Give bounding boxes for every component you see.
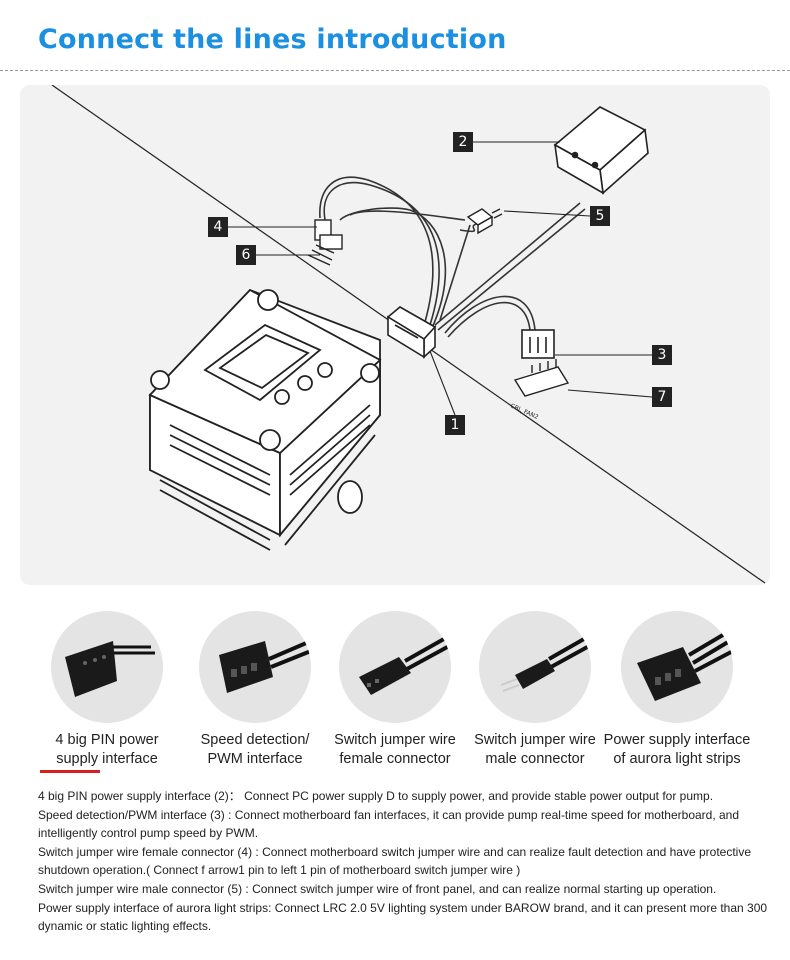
connector-label-molex: 4 big PIN power supply interface <box>55 732 159 767</box>
connector-item-jumper-male: Switch jumper wire male connector <box>460 605 610 769</box>
callout-7: 7 <box>652 387 672 407</box>
pump-body <box>148 288 382 551</box>
callout-5: 5 <box>590 206 610 226</box>
jumper-male-connector-icon <box>479 611 591 723</box>
connector-label-pwm: Speed detection/ PWM interface <box>200 732 310 767</box>
callout-3: 3 <box>652 345 672 365</box>
callout-4: 4 <box>208 217 228 237</box>
cables <box>319 176 586 338</box>
wiring-diagram-illustration: CBL_FAN2 <box>51 85 766 584</box>
description-line: Speed detection/PWM interface (3) : Conn… <box>38 807 740 841</box>
wiring-diagram: CBL_FAN2 1 2 <box>20 85 770 585</box>
description-line: Power supply interface of aurora light s… <box>38 900 768 934</box>
connector-label-jumper-female: Switch jumper wire female connector <box>334 732 456 767</box>
molex-4pin-connector-icon <box>51 611 163 723</box>
connector-item-aurora: Power supply interface of aurora light s… <box>602 605 752 769</box>
page-title: Connect the lines introduction <box>38 24 507 55</box>
description-block: 4 big PIN power supply interface (2)： Co… <box>38 787 768 936</box>
connector-item-molex: 4 big PIN power supply interface <box>32 605 182 769</box>
callout-6: 6 <box>236 245 256 265</box>
accent-underline <box>40 770 100 773</box>
jumper-male-connector <box>466 208 503 235</box>
connector-item-pwm: Speed detection/ PWM interface <box>180 605 330 769</box>
molex-connector <box>553 106 649 195</box>
board-header <box>513 359 570 397</box>
description-line: Switch jumper wire male connector (5) : … <box>38 881 717 896</box>
connector-label-jumper-male: Switch jumper wire male connector <box>474 732 596 767</box>
callout-1: 1 <box>445 415 465 435</box>
fan-4pin-connector-icon <box>199 611 311 723</box>
jumper-female-header <box>307 219 343 266</box>
dashed-divider <box>0 70 790 71</box>
pwm-4pin-connector <box>521 329 555 359</box>
connector-label-aurora: Power supply interface of aurora light s… <box>603 732 751 767</box>
callout-2: 2 <box>453 132 473 152</box>
connector-item-jumper-female: Switch jumper wire female connector <box>320 605 470 769</box>
description-line: 4 big PIN power supply interface (2)： Co… <box>38 789 714 803</box>
aurora-3pin-connector-icon <box>621 611 733 723</box>
description-line: Switch jumper wire female connector (4) … <box>38 844 752 878</box>
main-6pin-connector <box>386 306 437 359</box>
connector-gallery: 4 big PIN power supply interface Speed d… <box>0 605 790 775</box>
jumper-female-connector-icon <box>339 611 451 723</box>
header7-label: CBL_FAN2 <box>509 402 539 421</box>
